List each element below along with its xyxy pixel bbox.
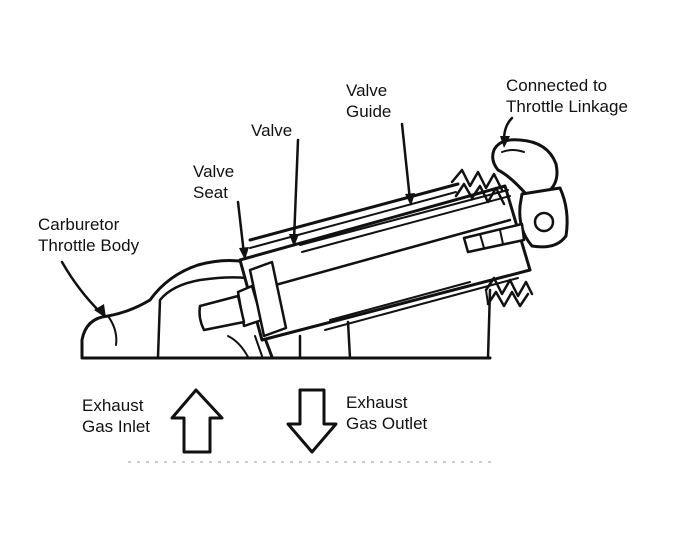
exhaust-inlet-arrow: [170, 388, 224, 454]
valve-seat-label: Valve Seat: [193, 162, 235, 202]
throttle-linkage: [462, 138, 569, 254]
exhaust-outlet-arrow: [286, 388, 338, 454]
leader-lines: [60, 116, 514, 318]
exhaust-gas-inlet-label: Exhaust Gas Inlet: [82, 396, 151, 436]
carburetor-throttle-body-label: Carburetor Throttle Body: [38, 215, 140, 255]
upper-spring: [450, 168, 506, 206]
valve-guide-tube: [248, 182, 460, 249]
valve-guide-label: Valve Guide: [346, 81, 392, 121]
lower-spring: [484, 276, 534, 308]
connected-to-throttle-linkage-label: Connected to Throttle Linkage: [506, 76, 628, 116]
valve-label: Valve: [251, 121, 293, 140]
exhaust-gas-outlet-label: Exhaust Gas Outlet: [346, 393, 428, 433]
valve-housing: [238, 184, 532, 342]
valve-pintle: [198, 260, 288, 338]
